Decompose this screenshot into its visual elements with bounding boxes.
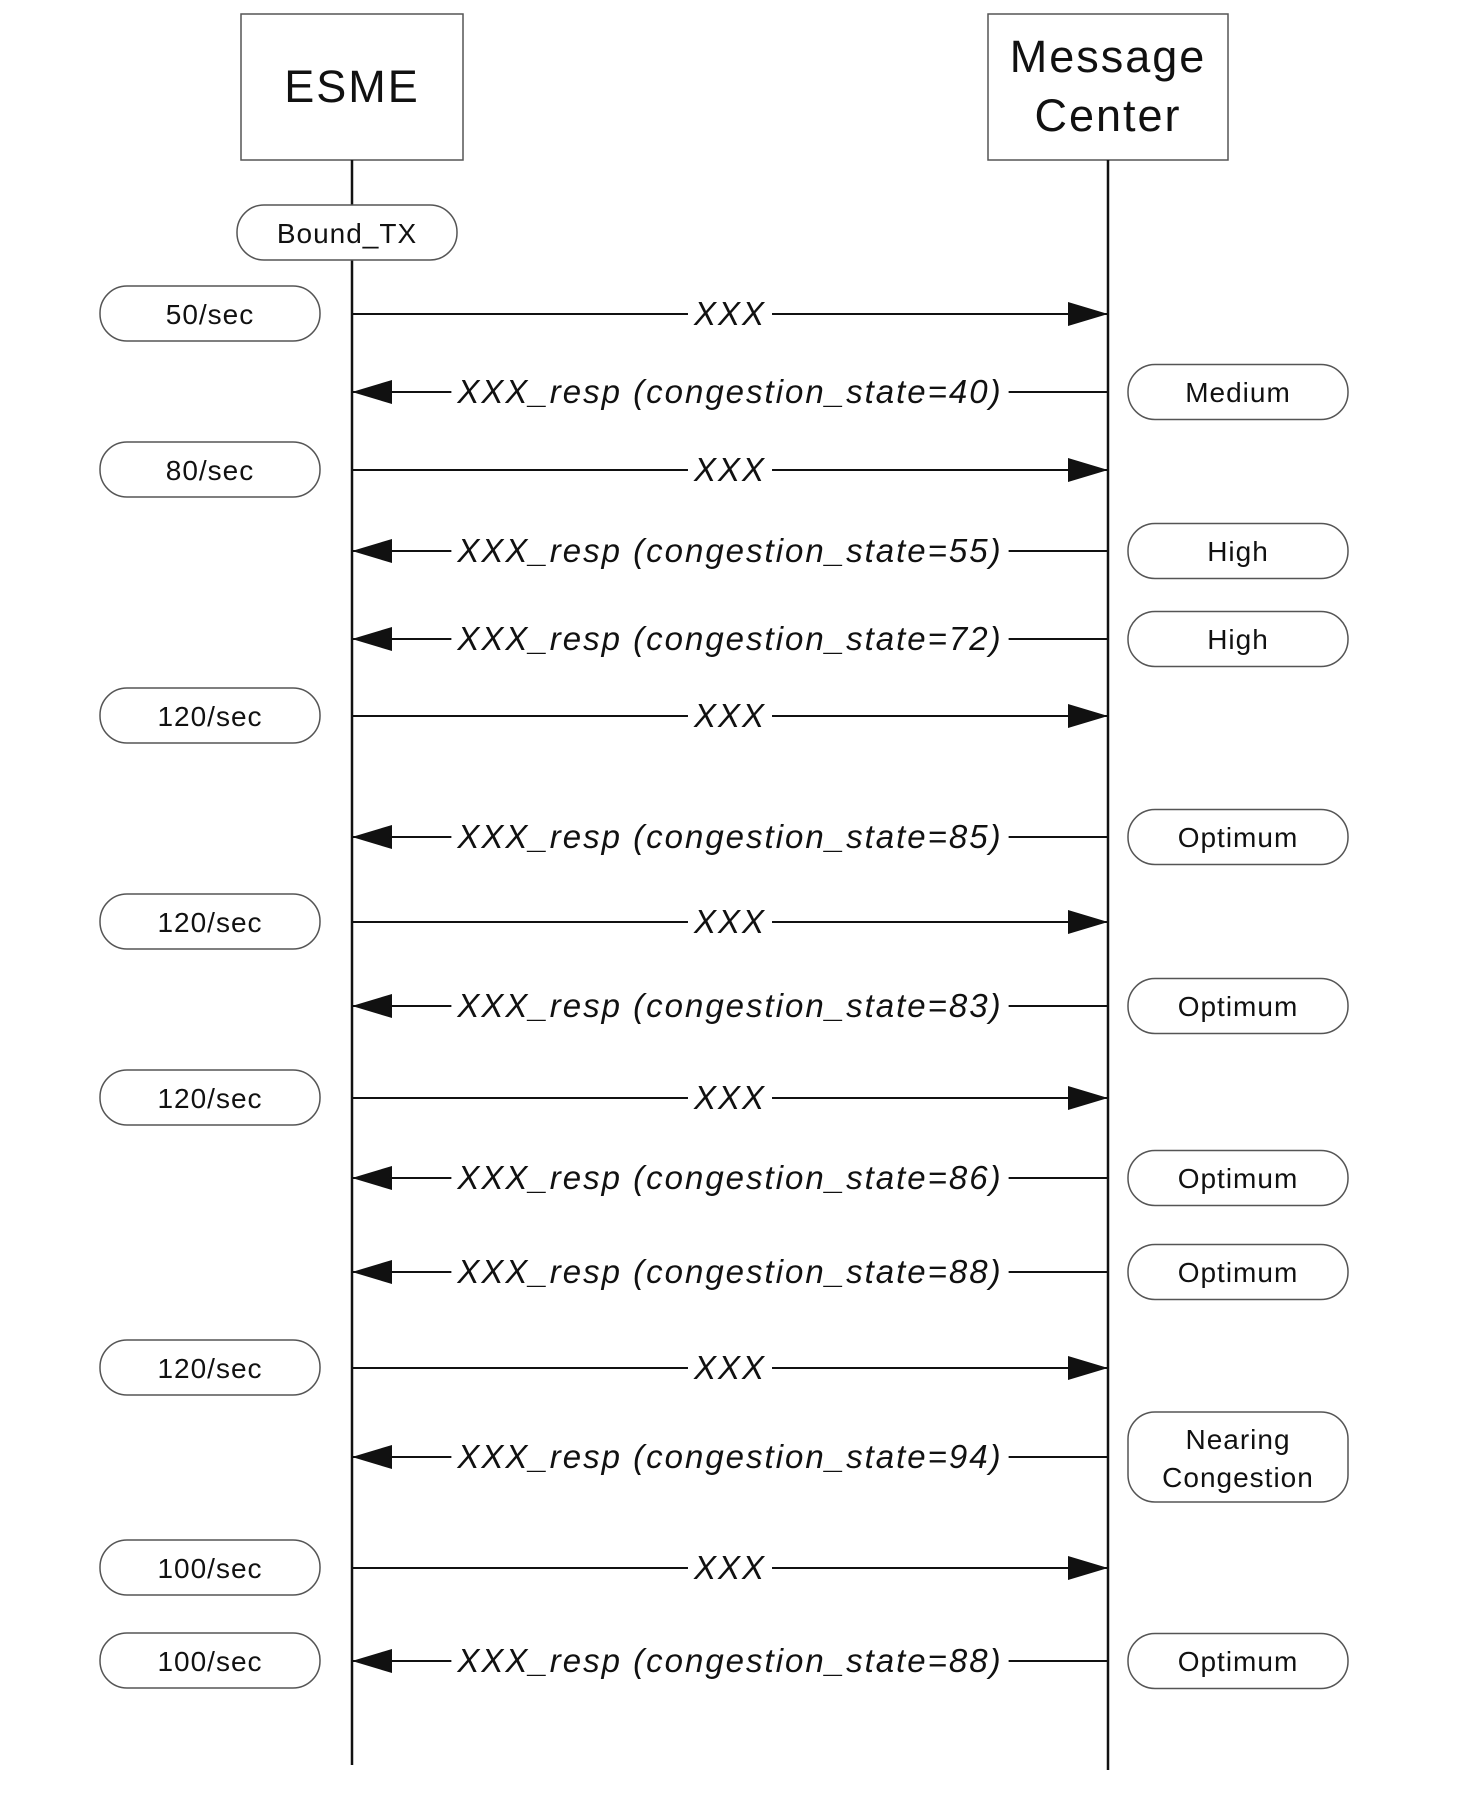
response-message-label: XXX_resp (congestion_state=83) [456, 987, 1002, 1024]
message-row: XXX_resp (congestion_state=94) NearingCon… [352, 1411, 1349, 1503]
message-row: XXX 120/sec [99, 893, 1108, 950]
request-message-label: XXX [693, 903, 766, 940]
request-message-label: XXX [693, 697, 766, 734]
initial-state-pill: Bound_TX [236, 204, 458, 261]
request-message-label: XXX [693, 1079, 766, 1116]
mc-state-pill: Optimum [1127, 1149, 1349, 1207]
mc-state-pill: High [1127, 522, 1349, 580]
message-row: XXX 120/sec [99, 1339, 1108, 1396]
mc-state-pill: Optimum [1127, 977, 1349, 1035]
mc-state-pill: Optimum [1127, 1632, 1349, 1690]
esme-rate-pill: 100/sec [99, 1632, 321, 1689]
message-row: XXX 100/sec [99, 1539, 1108, 1596]
mc-state-pill-shape [1127, 522, 1349, 580]
esme-rate-label: 120/sec [157, 1353, 262, 1384]
mc-state-pill-shape [1127, 808, 1349, 866]
message-row: XXX 120/sec [99, 1069, 1108, 1126]
request-message-label: XXX [693, 1349, 766, 1386]
mc-state-label: Optimum [1178, 1163, 1299, 1194]
message-row: XXX 80/sec [99, 441, 1108, 498]
response-message-label: XXX_resp (congestion_state=86) [456, 1159, 1002, 1196]
esme-rate-label: 120/sec [157, 1083, 262, 1114]
esme-rate-pill: 120/sec [99, 893, 321, 950]
mc-state-label: Optimum [1178, 1257, 1299, 1288]
esme-rate-pill-shape [99, 1632, 321, 1689]
response-message-label: XXX_resp (congestion_state=55) [456, 532, 1002, 569]
esme-rate-label: 100/sec [157, 1553, 262, 1584]
esme-rate-label: 80/sec [166, 455, 255, 486]
esme-rate-pill-shape [99, 687, 321, 744]
mc-state-pill-shape [1127, 1411, 1349, 1503]
message-row: XXX_resp (congestion_state=88) 100/sec Opt… [99, 1632, 1349, 1690]
esme-rate-pill: 100/sec [99, 1539, 321, 1596]
message-row: XXX_resp (congestion_state=55) High [352, 522, 1349, 580]
mc-state-label: High [1207, 536, 1269, 567]
message-center-actor-label-line-1: Message [1010, 31, 1207, 82]
response-message-label: XXX_resp (congestion_state=88) [456, 1642, 1002, 1679]
message-row: XXX 50/sec [99, 285, 1108, 342]
esme-rate-pill-shape [99, 1539, 321, 1596]
request-message-label: XXX [693, 451, 766, 488]
message-row: XXX_resp (congestion_state=88) Optimum [352, 1243, 1349, 1301]
response-message-label: XXX_resp (congestion_state=72) [456, 620, 1002, 657]
mc-state-pill-shape [1127, 610, 1349, 668]
mc-state-pill-shape [1127, 1149, 1349, 1207]
mc-state-label: Medium [1185, 377, 1291, 408]
response-message-label: XXX_resp (congestion_state=94) [456, 1438, 1002, 1475]
message-row: XXX_resp (congestion_state=86) Optimum [352, 1149, 1349, 1207]
response-message-label: XXX_resp (congestion_state=88) [456, 1253, 1002, 1290]
mc-state-label: Optimum [1178, 1646, 1299, 1677]
esme-rate-pill-shape [99, 441, 321, 498]
request-message-label: XXX [693, 295, 766, 332]
mc-state-pill-shape [1127, 1243, 1349, 1301]
mc-state-pill: Optimum [1127, 808, 1349, 866]
esme-actor-label: ESME [284, 61, 420, 112]
esme-rate-pill: 120/sec [99, 1339, 321, 1396]
mc-state-label: Nearing [1185, 1424, 1290, 1455]
message-row: XXX_resp (congestion_state=83) Optimum [352, 977, 1349, 1035]
mc-state-label: Optimum [1178, 991, 1299, 1022]
mc-state-label: Optimum [1178, 822, 1299, 853]
esme-rate-pill-shape [99, 1069, 321, 1126]
request-message-label: XXX [693, 1549, 766, 1586]
esme-rate-pill: 120/sec [99, 687, 321, 744]
mc-state-pill-shape [1127, 977, 1349, 1035]
mc-state-pill: Medium [1127, 363, 1349, 421]
esme-rate-label: 50/sec [166, 299, 255, 330]
initial-state-label: Bound_TX [277, 218, 417, 249]
message-row: XXX_resp (congestion_state=72) High [352, 610, 1349, 668]
esme-rate-pill-shape [99, 285, 321, 342]
esme-rate-pill: 80/sec [99, 441, 321, 498]
mc-state-label: High [1207, 624, 1269, 655]
message-row: XXX 120/sec [99, 687, 1108, 744]
message-center-actor-box [987, 13, 1229, 161]
response-message-label: XXX_resp (congestion_state=85) [456, 818, 1002, 855]
esme-actor: ESME [240, 13, 464, 161]
esme-rate-label: 120/sec [157, 701, 262, 732]
mc-state-label: Congestion [1162, 1462, 1314, 1493]
esme-rate-pill: 50/sec [99, 285, 321, 342]
initial-state-pill-shape [236, 204, 458, 261]
message-row: XXX_resp (congestion_state=85) Optimum [352, 808, 1349, 866]
esme-rate-pill-shape [99, 1339, 321, 1396]
mc-state-pill: High [1127, 610, 1349, 668]
esme-rate-label: 120/sec [157, 907, 262, 938]
mc-state-pill: Optimum [1127, 1243, 1349, 1301]
response-message-label: XXX_resp (congestion_state=40) [456, 373, 1002, 410]
mc-state-pill-shape [1127, 363, 1349, 421]
message-row: XXX_resp (congestion_state=40) Medium [352, 363, 1349, 421]
esme-rate-pill: 120/sec [99, 1069, 321, 1126]
esme-rate-pill-shape [99, 893, 321, 950]
message-center-actor: Message Center [987, 13, 1229, 161]
esme-actor-box [240, 13, 464, 161]
mc-state-pill-shape [1127, 1632, 1349, 1690]
message-center-actor-label-line-2: Center [1034, 90, 1181, 141]
esme-rate-label: 100/sec [157, 1646, 262, 1677]
